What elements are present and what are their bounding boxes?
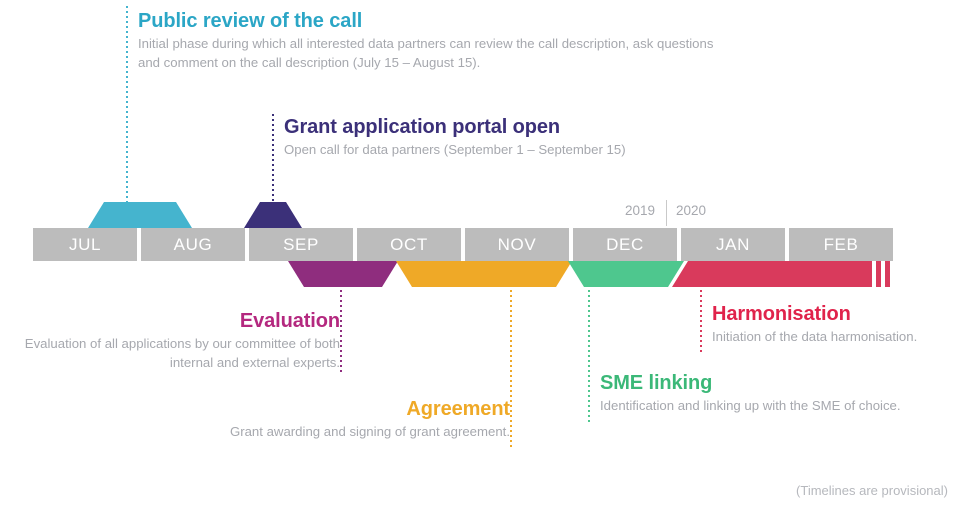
- phase-shape-harmonisation: [672, 261, 872, 287]
- callout-grant-portal: Grant application portal open Open call …: [272, 116, 844, 160]
- callout-agreement: Agreement Grant awarding and signing of …: [170, 398, 522, 442]
- phase-shape-grant-portal: [244, 202, 302, 228]
- callout-agreement-desc: Grant awarding and signing of grant agre…: [229, 424, 510, 440]
- callout-public-review-title: Public review of the call: [138, 10, 363, 32]
- month-cell-aug[interactable]: AUG: [141, 228, 245, 261]
- year-label-2019: 2019: [625, 203, 656, 218]
- year-label-2020: 2020: [676, 203, 707, 218]
- month-cell-nov[interactable]: NOV: [465, 228, 569, 261]
- callout-sme-linking-title: SME linking: [600, 372, 713, 394]
- callout-sme-linking: SME linking Identification and linking u…: [588, 372, 962, 416]
- month-cell-jan[interactable]: JAN: [681, 228, 785, 261]
- timeline-continuation-mark-2: [885, 261, 890, 287]
- year-divider: [666, 200, 667, 226]
- callout-agreement-title: Agreement: [406, 398, 510, 420]
- provisional-timelines-note: (Timelines are provisional): [796, 483, 948, 498]
- connector-grant-portal: [272, 114, 274, 206]
- callout-public-review-desc: Initial phase during which all intereste…: [138, 36, 714, 71]
- month-cell-oct[interactable]: OCT: [357, 228, 461, 261]
- phase-shape-evaluation: [288, 261, 398, 287]
- connector-public-review: [126, 6, 128, 202]
- month-cell-sep[interactable]: SEP: [249, 228, 353, 261]
- callout-sme-linking-desc: Identification and linking up with the S…: [600, 398, 901, 414]
- callout-evaluation: Evaluation Evaluation of all application…: [0, 310, 352, 373]
- callout-grant-portal-desc: Open call for data partners (September 1…: [284, 142, 626, 158]
- connector-harmonisation: [700, 285, 702, 353]
- callout-evaluation-title: Evaluation: [239, 310, 340, 332]
- callout-harmonisation-title: Harmonisation: [712, 303, 851, 325]
- callout-harmonisation: Harmonisation Initiation of the data har…: [700, 303, 962, 347]
- month-axis: JUL AUG SEP OCT NOV DEC JAN FEB: [33, 228, 893, 261]
- connector-agreement: [510, 285, 512, 450]
- callout-harmonisation-desc: Initiation of the data harmonisation.: [712, 329, 918, 345]
- phase-shape-sme-linking: [568, 261, 684, 287]
- connector-evaluation: [340, 285, 342, 375]
- month-cell-dec[interactable]: DEC: [573, 228, 677, 261]
- callout-public-review: Public review of the call Initial phase …: [126, 10, 748, 73]
- connector-sme-linking: [588, 285, 590, 425]
- callout-grant-portal-title: Grant application portal open: [284, 116, 561, 138]
- month-cell-jul[interactable]: JUL: [33, 228, 137, 261]
- phase-shape-agreement: [396, 261, 572, 287]
- phase-shape-public-review: [88, 202, 192, 228]
- callout-evaluation-desc: Evaluation of all applications by our co…: [24, 336, 340, 371]
- timeline-continuation-mark-1: [876, 261, 881, 287]
- month-cell-feb[interactable]: FEB: [789, 228, 893, 261]
